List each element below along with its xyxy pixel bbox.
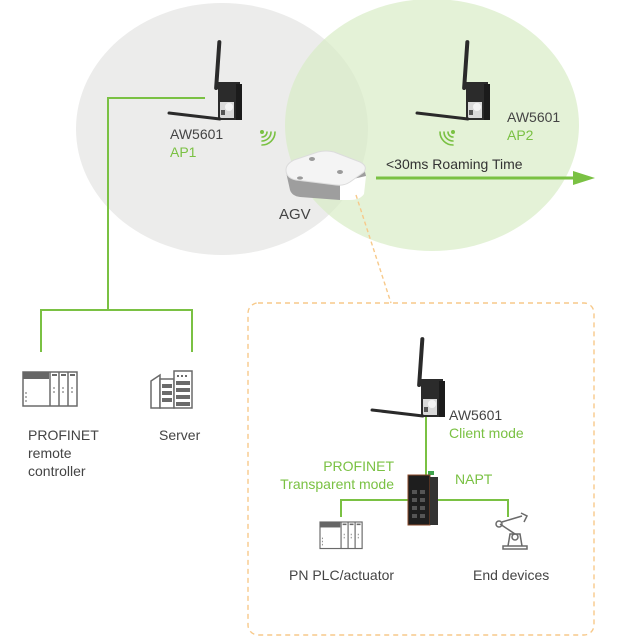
profinet-transparent-label: PROFINET Transparent mode [280,457,394,493]
backbone-wiring [40,97,205,352]
label-line: PROFINET [28,427,99,443]
roaming-arrow [376,171,595,185]
detail-wiring [340,499,509,517]
ap2-model-label: AW5601 [507,109,561,125]
end-devices-label: End devices [473,567,550,583]
plc-rack-icon [319,521,363,550]
agv-icon [285,150,366,200]
label-line: PROFINET [323,458,394,474]
client-model-label: AW5601 [449,407,503,423]
plc-rack-icon [22,371,78,407]
ethernet-switch-icon [407,471,438,526]
wifi-signal-icon [259,130,276,146]
profinet-controller-label: PROFINET remote controller [28,426,99,480]
client-mode-label: Client mode [449,425,524,441]
callout-connector [355,194,392,304]
robot-arm-icon [495,512,529,550]
label-line: Transparent mode [280,476,394,492]
pn-plc-actuator-label: PN PLC/actuator [289,567,395,583]
roaming-time-label: <30ms Roaming Time [386,156,523,172]
napt-label: NAPT [455,471,493,487]
ap1-model-label: AW5601 [170,126,224,142]
label-line: controller [28,463,86,479]
agv-detail-box [247,302,595,636]
client-device-icon [370,335,447,419]
ap1-role-label: AP1 [170,144,197,160]
wifi-signal-icon [439,130,455,146]
label-line: remote [28,445,72,461]
server-icon [150,370,193,409]
agv-label: AGV [279,206,311,223]
server-label: Server [159,427,201,443]
ap2-role-label: AP2 [507,127,534,143]
